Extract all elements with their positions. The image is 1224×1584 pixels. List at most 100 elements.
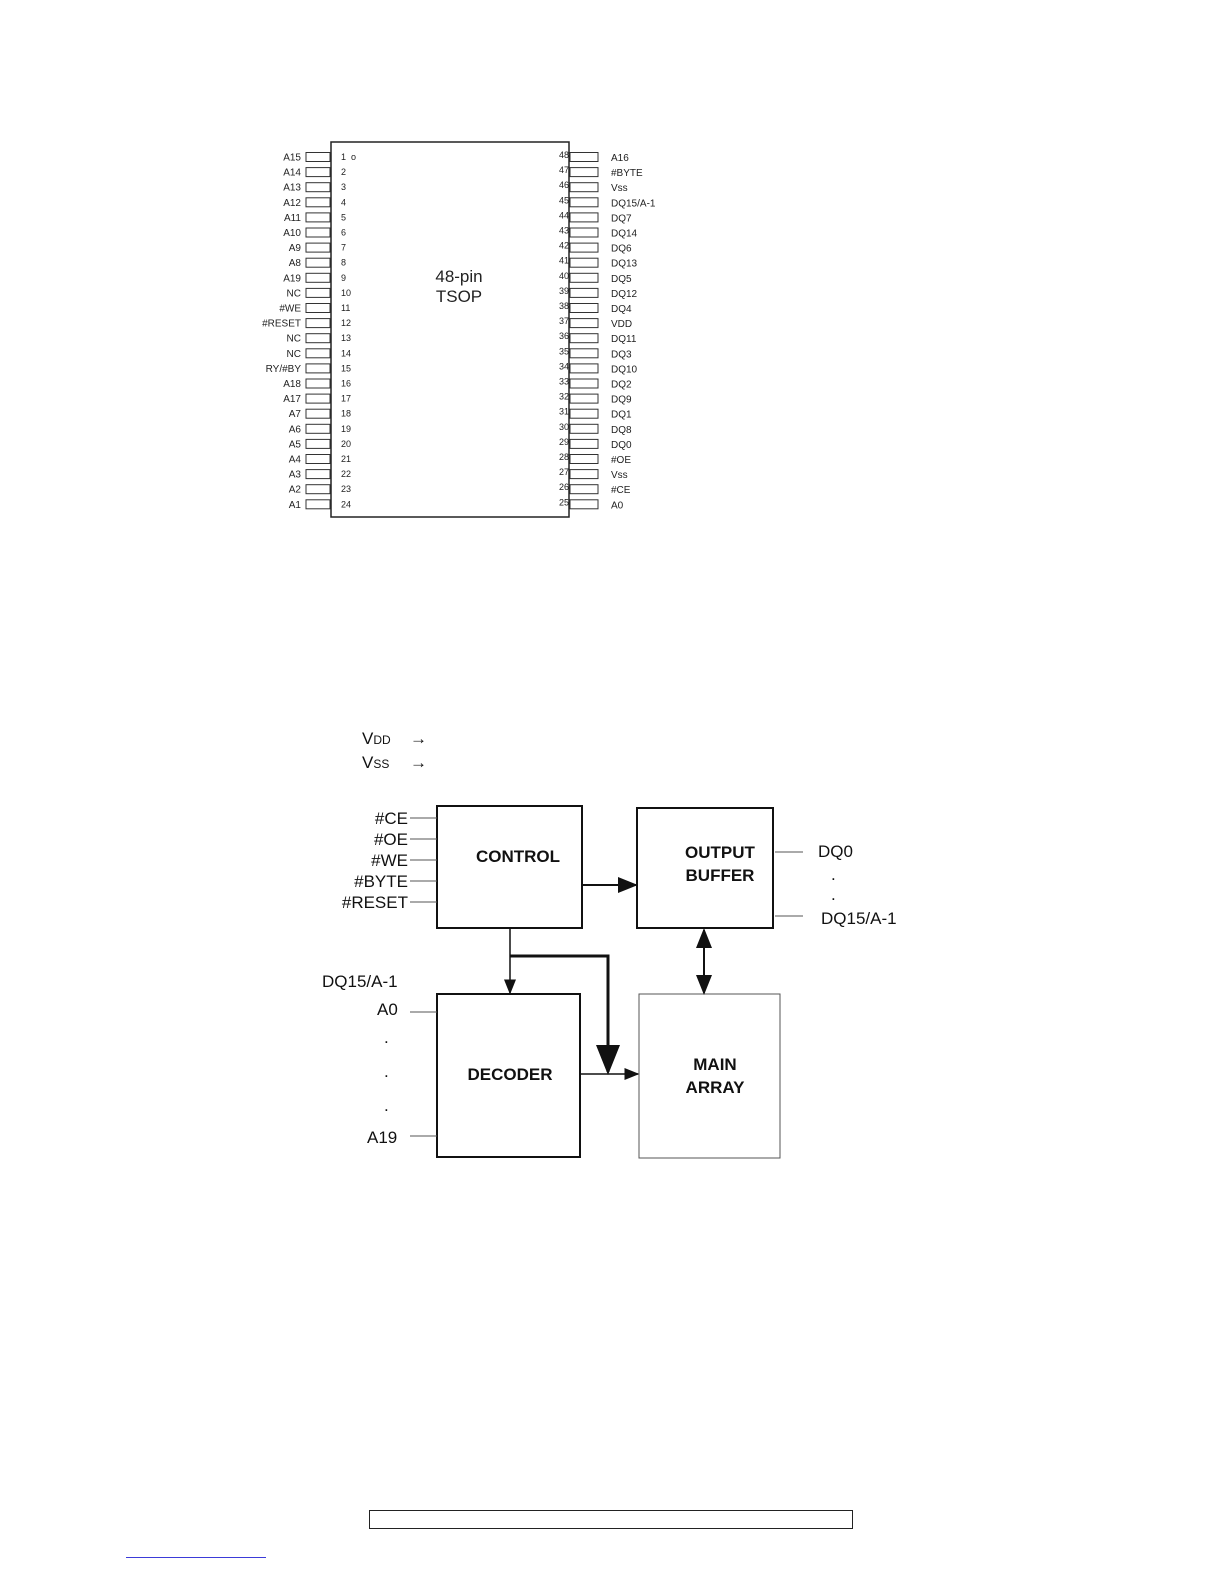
- left-pin-15-name: RY/#BY: [266, 364, 302, 375]
- left-pin-13-lead: [305, 333, 331, 344]
- decoder-block: [436, 993, 581, 1158]
- right-pin-28-lead: [569, 454, 599, 464]
- right-pin-38-name: DQ4: [611, 304, 632, 315]
- left-pin-8-lead: [305, 257, 331, 268]
- left-pin-21-lead: [305, 454, 331, 464]
- right-pin-34-number: 34: [559, 361, 569, 371]
- right-pin-39-number: 39: [559, 286, 569, 296]
- right-pin-43-number: 43: [559, 226, 569, 236]
- left-pin-23-lead: [305, 484, 331, 495]
- right-pin-30-number: 30: [559, 422, 569, 432]
- left-pin-9-number: 9: [341, 273, 346, 283]
- left-pin-17-number: 17: [341, 394, 351, 404]
- left-pin-19-number: 19: [341, 424, 351, 434]
- left-pin-14-number: 14: [341, 348, 351, 358]
- right-pin-48-number: 48: [559, 150, 569, 160]
- right-pin-40-lead: [569, 272, 599, 283]
- left-pin-12-name: #RESET: [262, 319, 301, 330]
- left-pin-3-lead: [305, 182, 331, 193]
- vss-label: VSS: [362, 753, 389, 772]
- left-pin-20-lead: [305, 438, 331, 449]
- right-pin-26-name: #CE: [611, 485, 631, 496]
- addr-dot-2: .: [384, 1062, 389, 1081]
- right-pin-32-name: DQ9: [611, 395, 632, 406]
- right-pin-36-lead: [569, 333, 599, 344]
- left-pin-13-number: 13: [341, 333, 351, 343]
- left-pin-11-lead: [305, 303, 331, 313]
- left-pin-24-number: 24: [341, 499, 351, 509]
- right-pin-31-number: 31: [559, 407, 569, 417]
- right-pin-46-name: Vss: [611, 183, 628, 194]
- left-pin-21-name: A4: [289, 455, 302, 466]
- control-input-label-3: #WE: [371, 851, 408, 870]
- control-input-label-2: #OE: [374, 830, 408, 849]
- right-pin-25-name: A0: [611, 500, 624, 511]
- left-pin-5-number: 5: [341, 212, 346, 222]
- addr-dq15-label: DQ15/A-1: [322, 972, 398, 991]
- right-pin-34-lead: [569, 363, 599, 374]
- right-pin-45-number: 45: [559, 195, 569, 205]
- left-pin-10-name: NC: [287, 288, 301, 299]
- right-pin-42-lead: [569, 242, 599, 253]
- right-pin-42-number: 42: [559, 241, 569, 251]
- left-pin-20-number: 20: [341, 439, 351, 449]
- left-pin-13-name: NC: [287, 334, 301, 345]
- right-pin-27-name: Vss: [611, 470, 628, 481]
- right-pin-30-lead: [569, 423, 599, 434]
- right-pin-26-number: 26: [559, 482, 569, 492]
- left-pin-20-name: A5: [289, 439, 302, 450]
- control-to-array-line: [510, 954, 620, 1075]
- vss-arrow: →: [410, 753, 427, 772]
- main-array-label-1: MAIN: [693, 1055, 736, 1074]
- right-pin-43-lead: [569, 227, 599, 238]
- control-input-group: #CE#OE#WE#BYTE#RESET: [342, 809, 437, 912]
- left-pin-7-lead: [305, 242, 331, 253]
- left-pin-17-lead: [305, 393, 331, 404]
- right-pin-40-number: 40: [559, 271, 569, 281]
- right-pin-44-lead: [569, 212, 599, 223]
- control-block: [436, 805, 583, 929]
- left-pin-24-name: A1: [289, 500, 302, 511]
- right-pin-37-name: VDD: [611, 319, 632, 330]
- left-pin-18-lead: [305, 408, 331, 419]
- addr-dot-1: .: [384, 1028, 389, 1047]
- right-pin-46-number: 46: [559, 180, 569, 190]
- main-array-block: [638, 993, 781, 1159]
- chip-title-line2: TSOP: [436, 287, 482, 306]
- left-pin-23-number: 23: [341, 484, 351, 494]
- right-pin-41-lead: [569, 257, 599, 268]
- left-pin-15-lead: [305, 363, 331, 374]
- right-pin-35-name: DQ3: [611, 349, 632, 360]
- addr-a0-label: A0: [377, 1000, 398, 1019]
- right-pin-44-number: 44: [559, 210, 569, 220]
- left-pin-1-lead: [305, 152, 331, 162]
- left-pin-8-number: 8: [341, 258, 346, 268]
- right-pin-36-name: DQ11: [611, 334, 637, 345]
- left-pin-14-name: NC: [287, 349, 301, 360]
- left-pin-15-number: 15: [341, 363, 351, 373]
- right-pin-47-name: #BYTE: [611, 168, 643, 179]
- left-pin-23-name: A2: [289, 485, 302, 496]
- addr-a19-label: A19: [367, 1128, 397, 1147]
- left-pin-19-name: A6: [289, 424, 302, 435]
- right-pin-29-name: DQ0: [611, 440, 632, 451]
- right-pin-37-lead: [569, 318, 599, 329]
- left-pin-6-number: 6: [341, 228, 346, 238]
- left-pin-17-name: A17: [283, 394, 301, 405]
- chip-body: [330, 141, 570, 518]
- left-pin-4-lead: [305, 197, 331, 208]
- right-pin-41-name: DQ13: [611, 259, 638, 270]
- right-pin-31-name: DQ1: [611, 410, 632, 421]
- right-pin-31-lead: [569, 408, 599, 419]
- output-buffer-label-2: BUFFER: [686, 866, 755, 885]
- vdd-label: VDD: [362, 729, 391, 748]
- left-pin-3-name: A13: [283, 183, 301, 194]
- right-pin-29-number: 29: [559, 437, 569, 447]
- right-pin-28-name: #OE: [611, 455, 631, 466]
- left-pin-22-lead: [305, 469, 331, 480]
- right-pin-46-lead: [569, 182, 599, 193]
- right-pin-45-name: DQ15/A-1: [611, 198, 656, 209]
- right-pin-48-name: A16: [611, 153, 629, 164]
- right-pin-47-lead: [569, 167, 599, 178]
